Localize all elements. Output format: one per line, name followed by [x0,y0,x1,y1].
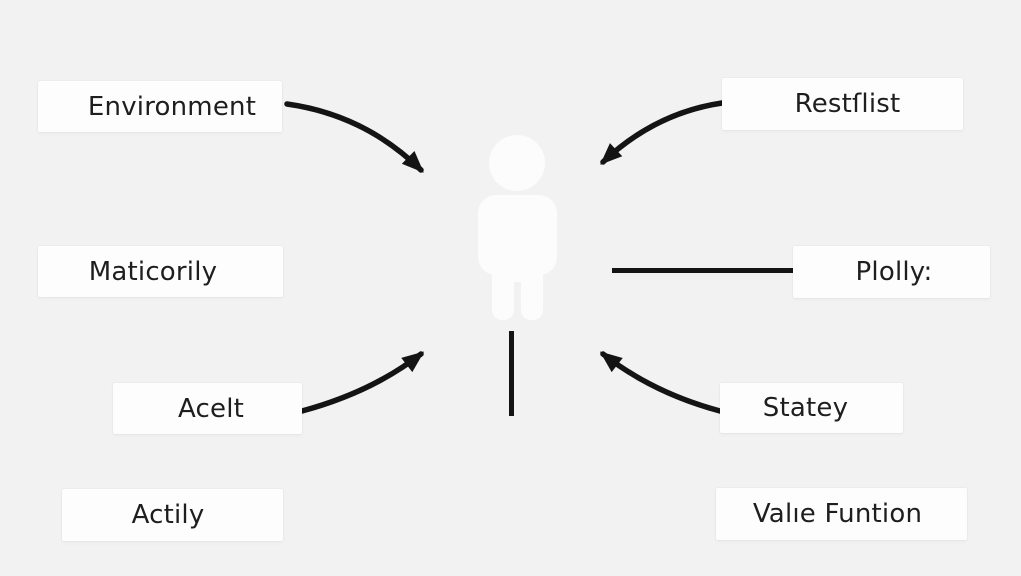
node-acelt: Acelt [113,383,302,434]
arrow-statey-to-person [599,351,723,414]
node-value-function: Valıe Funtion [716,488,967,540]
node-actily: Actily [62,489,283,541]
node-restlist: Restſlist [722,78,963,130]
node-maticorily: Maticorily [38,246,283,297]
arrow-acelt-to-person [299,351,425,414]
node-statey: Statey [720,383,903,433]
arrow-environment-to-person [284,101,424,173]
person-icon [478,135,557,320]
node-environment: Environment [38,81,282,132]
arrow-restlist-to-person [600,100,725,165]
node-plolly: Plolly: [793,246,990,298]
